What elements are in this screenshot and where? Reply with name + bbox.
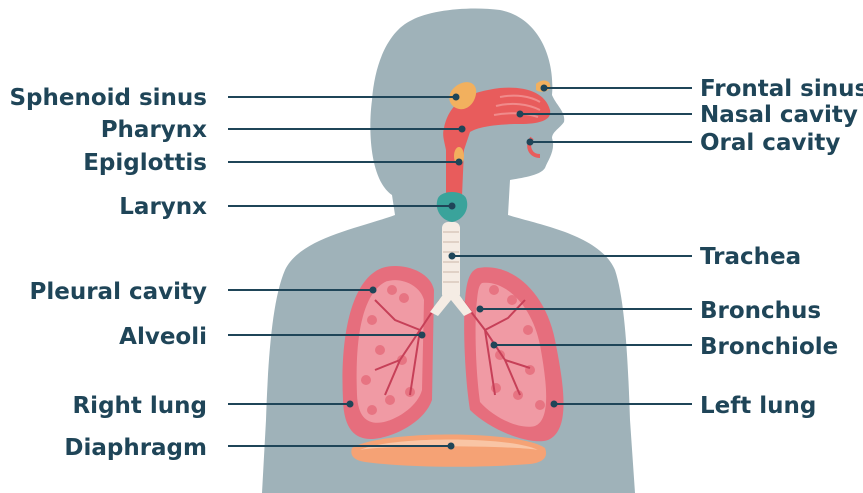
label-sphenoid-sinus: Sphenoid sinus (9, 85, 207, 111)
trachea-shape (442, 222, 460, 300)
label-oral-cavity: Oral cavity (700, 130, 840, 156)
label-frontal-sinus: Frontal sinus (700, 76, 863, 102)
label-larynx: Larynx (119, 194, 207, 220)
label-nasal-cavity: Nasal cavity (700, 102, 858, 128)
label-trachea: Trachea (700, 244, 801, 270)
label-bronchiole: Bronchiole (700, 334, 838, 360)
label-pharynx: Pharynx (101, 117, 207, 143)
label-alveoli: Alveoli (119, 324, 207, 350)
label-left-lung: Left lung (700, 393, 816, 419)
label-bronchus: Bronchus (700, 298, 821, 324)
label-diaphragm: Diaphragm (64, 435, 207, 461)
label-pleural-cavity: Pleural cavity (30, 279, 208, 305)
label-epiglottis: Epiglottis (83, 150, 207, 176)
label-right-lung: Right lung (72, 393, 207, 419)
diaphragm-shape (351, 435, 546, 467)
